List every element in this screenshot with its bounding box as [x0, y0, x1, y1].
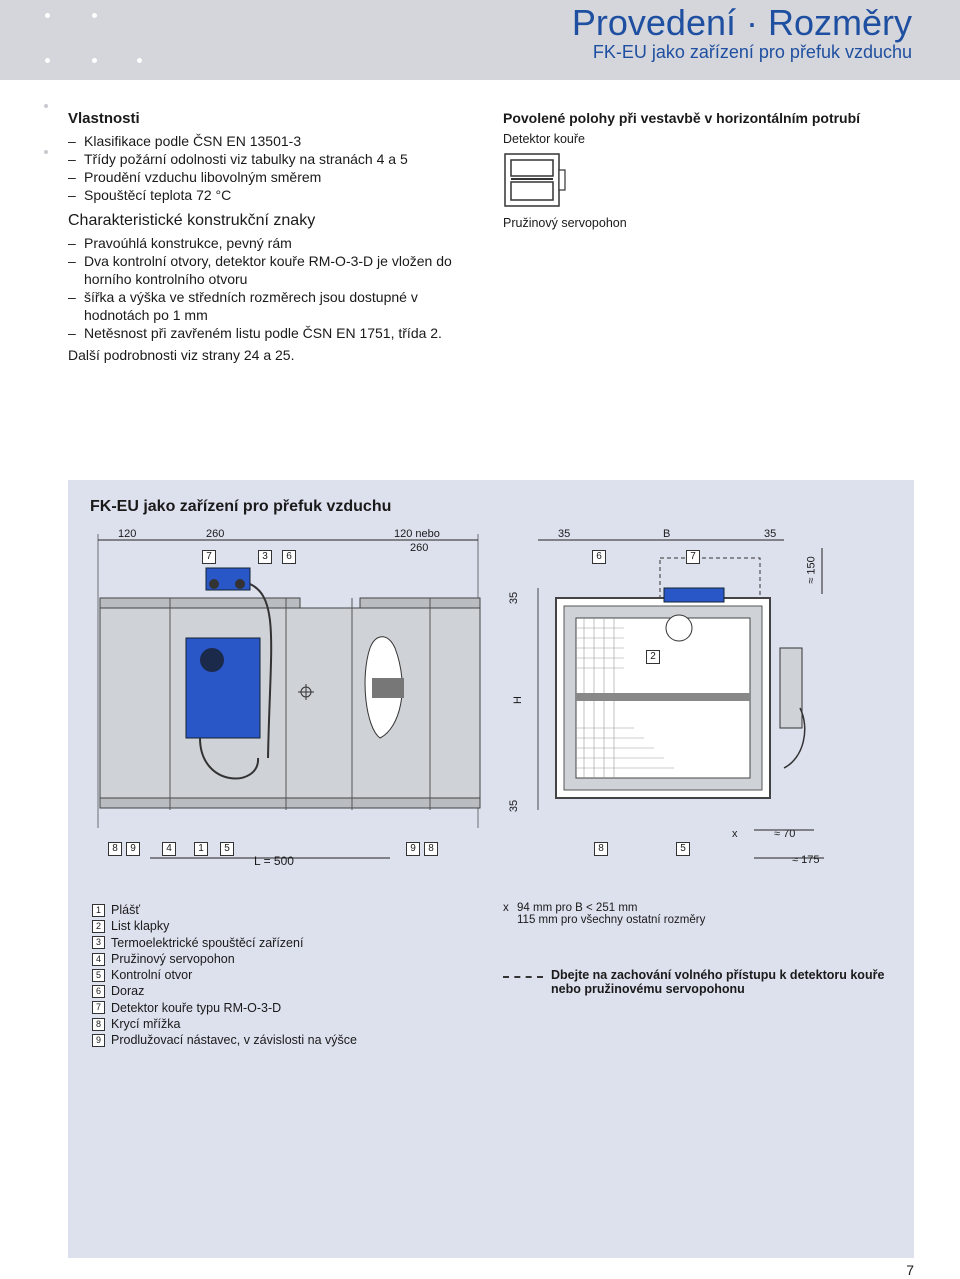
properties-section: Vlastnosti Klasifikace podle ČSN EN 1350… [68, 110, 468, 364]
x-note-line-2: 115 mm pro všechny ostatní rozměry [517, 914, 706, 926]
page-number: 7 [906, 1262, 914, 1278]
front-dim-150: ≈ 150 [805, 556, 818, 584]
callout-5: 5 [220, 842, 234, 856]
callout-9-right: 9 [406, 842, 420, 856]
positions-section: Povolené polohy při vestavbě v horizontá… [503, 110, 923, 230]
x-note-line-1: 94 mm pro B < 251 mm [517, 902, 638, 914]
list-item: Spouštěcí teplota 72 °C [68, 186, 468, 204]
list-item: Dva kontrolní otvory, detektor kouře RM-… [68, 252, 468, 288]
dim-260-b: 260 [410, 542, 429, 554]
callout-3: 3 [258, 550, 272, 564]
page-title: Provedení · Rozměry [571, 2, 912, 43]
page-header: Provedení · Rozměry FK-EU jako zařízení … [0, 0, 960, 80]
callout-6: 6 [282, 550, 296, 564]
dim-260: 260 [206, 528, 225, 540]
panel-title: FK-EU jako zařízení pro přefuk vzduchu [90, 498, 392, 515]
front-callout-2: 2 [646, 650, 660, 664]
front-callout-5: 5 [676, 842, 690, 856]
more-info: Další podrobnosti viz strany 24 a 25. [68, 347, 295, 363]
front-dim-175: ≈ 175 [792, 854, 820, 866]
callout-4: 4 [162, 842, 176, 856]
callout-8-right: 8 [424, 842, 438, 856]
callout-9: 9 [126, 842, 140, 856]
front-callout-7: 7 [686, 550, 700, 564]
list-item: Netěsnost při zavřeném listu podle ČSN E… [68, 324, 468, 342]
front-dim-35-left: 35 [558, 528, 571, 540]
dim-120-nebo: 120 nebo [394, 528, 440, 540]
list-item: Třídy požární odolnosti viz tabulky na s… [68, 150, 468, 168]
front-dim-35-bottom: 35 [508, 799, 521, 813]
dim-120: 120 [118, 528, 137, 540]
detector-label: Detektor kouře [503, 132, 585, 146]
list-item: šířka a výška ve středních rozměrech jso… [68, 288, 468, 324]
front-dim-70: ≈ 70 [774, 828, 796, 840]
front-dim-b: B [663, 528, 671, 540]
front-dim-x: x [732, 828, 738, 840]
list-item: Klasifikace podle ČSN EN 13501-3 [68, 132, 468, 150]
front-callout-8: 8 [594, 842, 608, 856]
positions-heading: Povolené polohy při vestavbě v horizontá… [503, 110, 861, 126]
drawing-panel: FK-EU jako zařízení pro přefuk vzduchu 1… [68, 480, 914, 1258]
dashed-note: Dbejte na zachování volného přístupu k d… [503, 968, 903, 996]
dashed-line-symbol [503, 976, 543, 996]
vlastnosti-heading: Vlastnosti [68, 110, 140, 127]
page-subtitle: FK-EU jako zařízení pro přefuk vzduchu [592, 42, 912, 62]
front-dim-35-top: 35 [508, 591, 521, 605]
front-dim-35-right: 35 [764, 528, 777, 540]
front-dim-h: H [511, 696, 524, 704]
front-view-drawing [537, 539, 824, 859]
konstrukce-heading: Charakteristické konstrukční znaky [68, 212, 316, 229]
callout-1: 1 [194, 842, 208, 856]
list-item: Pravoúhlá konstrukce, pevný rám [68, 234, 468, 252]
callout-8: 8 [108, 842, 122, 856]
position-diagram [504, 153, 566, 207]
notes: x 94 mm pro B < 251 mm 115 mm pro všechn… [503, 902, 903, 996]
front-callout-6: 6 [592, 550, 606, 564]
side-view-drawing [97, 534, 481, 859]
actuator-label: Pružinový servopohon [503, 216, 627, 230]
callout-7: 7 [202, 550, 216, 564]
dim-length: L = 500 [254, 854, 294, 868]
list-item: Proudění vzduchu libovolným směrem [68, 168, 468, 186]
x-note: x 94 mm pro B < 251 mm 115 mm pro všechn… [503, 902, 706, 926]
